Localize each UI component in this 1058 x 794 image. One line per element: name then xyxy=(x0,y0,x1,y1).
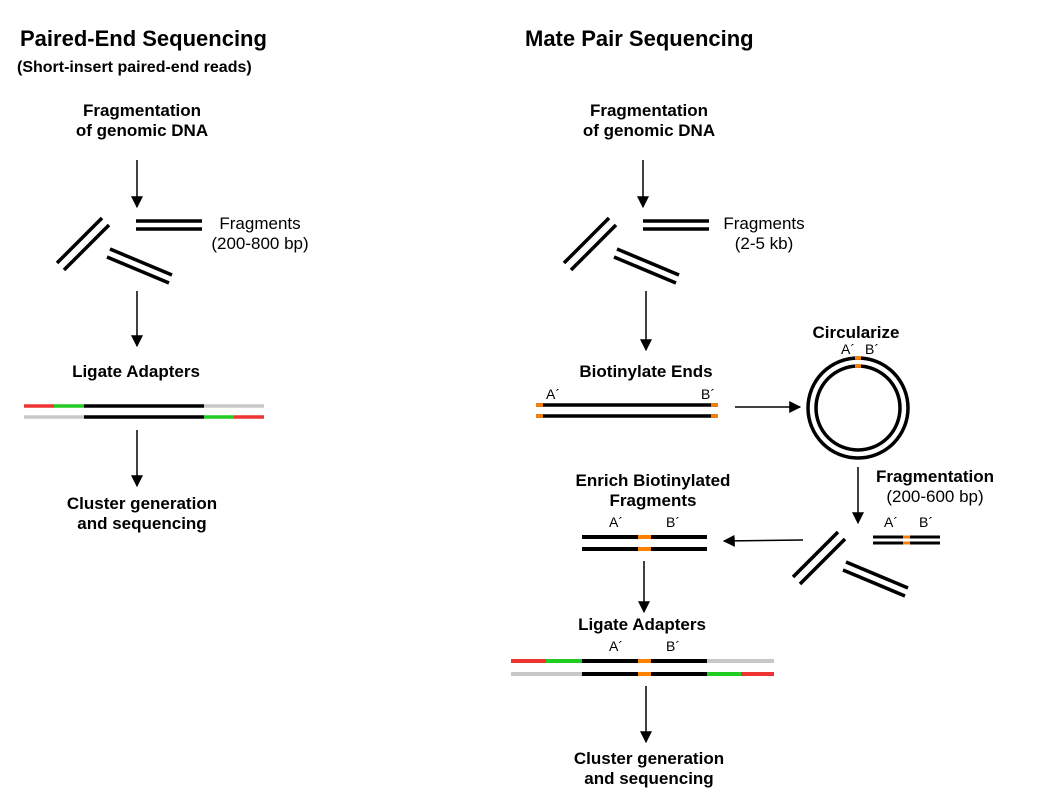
mp-fragments-label: Fragments (2-5 kb) xyxy=(704,214,824,255)
mp-step-fragmentation2-line2: (200-600 bp) xyxy=(886,487,984,507)
circle-end-label-a: A´ xyxy=(841,341,855,357)
pe-step-ligate: Ligate Adapters xyxy=(72,362,200,381)
mp-step-enrich: Enrich Biotinylated Fragments xyxy=(553,471,753,512)
mp-step-fragmentation2-line1: Fragmentation xyxy=(875,467,995,486)
fragment-mp-diagonal-up xyxy=(562,216,618,272)
biotin-end-label-b: B´ xyxy=(701,386,715,402)
mp-step-cluster: Cluster generation and sequencing xyxy=(549,749,749,790)
mp-step-circularize: Circularize xyxy=(812,323,900,342)
ligated-label-b: B´ xyxy=(666,638,680,654)
fragment-mp-horizontal xyxy=(643,219,709,231)
pe-step-cluster: Cluster generation and sequencing xyxy=(42,494,242,535)
adapter-ligated-fragment-mp xyxy=(511,659,774,676)
mp-step-enrich-line2: Fragments xyxy=(609,491,697,511)
pe-step-cluster-line2: and sequencing xyxy=(77,514,207,534)
enriched-label-a: A´ xyxy=(609,514,623,530)
fragment-mp-diagonal-down xyxy=(613,247,680,285)
pe-fragments-label-line1: Fragments xyxy=(219,214,301,233)
mate-pair-title: Mate Pair Sequencing xyxy=(525,26,754,51)
mp-step-fragmentation: Fragmentation of genomic DNA xyxy=(549,101,749,142)
pe-fragments-label-line2: (200-800 bp) xyxy=(211,234,309,254)
small-biotinylated-fragment xyxy=(873,535,940,545)
small-fragment-label-a: A´ xyxy=(884,514,898,530)
paired-end-title: Paired-End Sequencing xyxy=(20,26,267,51)
pe-step-fragmentation-line1: Fragmentation xyxy=(82,101,202,120)
mp-step-ligate: Ligate Adapters xyxy=(578,615,706,634)
fragment-pe-diagonal-down xyxy=(106,247,173,285)
pe-fragments-label: Fragments (200-800 bp) xyxy=(200,214,320,255)
small-fragment-diagonal-down xyxy=(842,560,909,598)
fragment-pe-diagonal-up xyxy=(55,216,111,272)
arrow-to-enrich xyxy=(722,534,804,547)
biotin-end-label-a: A´ xyxy=(546,386,560,402)
pe-step-fragmentation: Fragmentation of genomic DNA xyxy=(42,101,242,142)
adapter-ligated-fragment-pe xyxy=(24,404,264,419)
biotinylated-fragment xyxy=(536,403,718,418)
mp-step-cluster-line1: Cluster generation xyxy=(573,749,725,768)
mp-step-cluster-line2: and sequencing xyxy=(584,769,714,789)
mp-fragments-label-line2: (2-5 kb) xyxy=(734,234,794,254)
paired-end-subtitle: (Short-insert paired-end reads) xyxy=(17,59,252,76)
small-fragment-diagonal-up xyxy=(791,530,847,586)
circle-biotin-mark xyxy=(855,356,861,368)
fragment-pe-horizontal xyxy=(136,219,202,231)
enriched-label-b: B´ xyxy=(666,514,680,530)
circularized-dna xyxy=(806,356,910,460)
mp-step-biotinylate: Biotinylate Ends xyxy=(579,362,713,381)
circle-end-label-b: B´ xyxy=(865,341,879,357)
mp-step-fragmentation-line1: Fragmentation xyxy=(589,101,709,120)
small-fragment-label-b: B´ xyxy=(919,514,933,530)
pe-step-fragmentation-line2: of genomic DNA xyxy=(75,121,209,141)
ligated-label-a: A´ xyxy=(609,638,623,654)
mp-step-enrich-line1: Enrich Biotinylated xyxy=(575,471,731,490)
enriched-fragment xyxy=(582,535,707,551)
mp-fragments-label-line1: Fragments xyxy=(723,214,805,233)
pe-step-cluster-line1: Cluster generation xyxy=(66,494,218,513)
mp-step-fragmentation2: Fragmentation (200-600 bp) xyxy=(865,467,1005,508)
mp-step-fragmentation-line2: of genomic DNA xyxy=(582,121,716,141)
